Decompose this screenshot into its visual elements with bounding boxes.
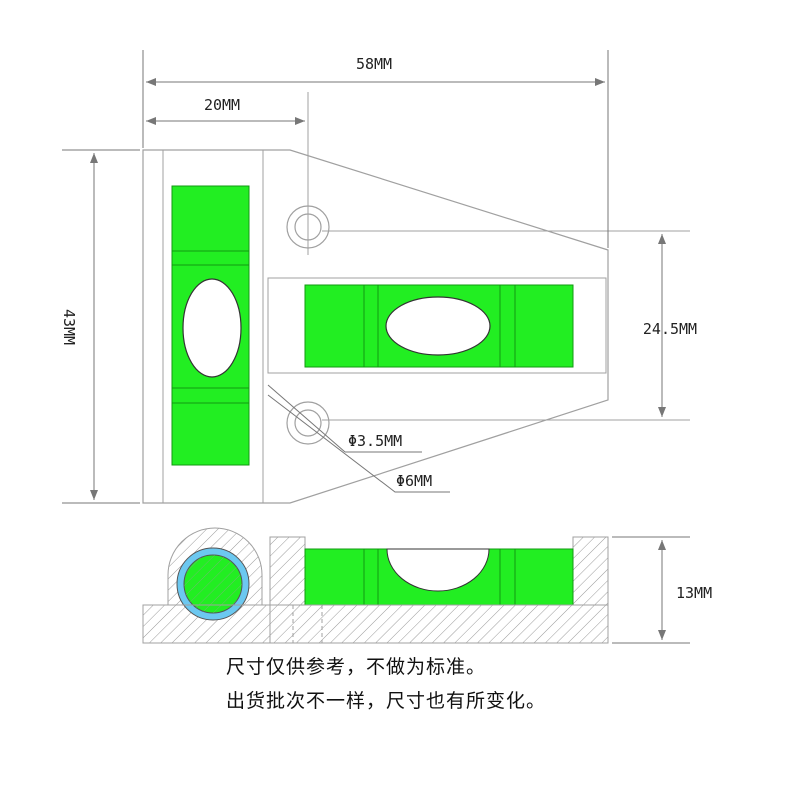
note-reference-only: 尺寸仅供参考，不做为标准。 xyxy=(226,656,487,678)
dimension-labels: 58MM 20MM 43MM 24.5MM Φ3.5MM Φ6MM 13MM xyxy=(60,55,712,602)
hole-spacing-label: 24.5MM xyxy=(643,320,697,338)
body-outline xyxy=(142,149,609,504)
top-view xyxy=(142,92,690,504)
section-view xyxy=(142,527,609,644)
section-vial-bubble xyxy=(386,548,490,592)
mounting-hole-bottom xyxy=(286,401,330,445)
note-batch-variation: 出货批次不一样，尺寸也有所变化。 xyxy=(226,690,547,712)
total-width-label: 58MM xyxy=(356,55,392,73)
small-diameter-label: Φ3.5MM xyxy=(348,432,402,450)
dimension-lines xyxy=(62,50,690,644)
left-width-label: 20MM xyxy=(204,96,240,114)
section-body xyxy=(142,527,609,644)
section-height-label: 13MM xyxy=(676,584,712,602)
vertical-vial-bubble xyxy=(182,278,242,378)
horizontal-vial-frame xyxy=(267,277,607,374)
horizontal-vial-bubble xyxy=(385,296,491,356)
large-diameter-label: Φ6MM xyxy=(396,472,432,490)
mounting-hole-bottom-inner xyxy=(294,409,322,437)
height-label: 43MM xyxy=(60,309,78,345)
